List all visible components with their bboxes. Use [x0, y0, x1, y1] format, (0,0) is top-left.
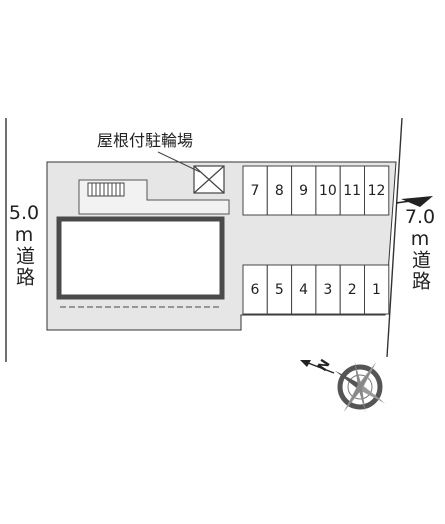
parking-space-number: 9 — [299, 183, 309, 199]
left-road-width: 5.0 — [8, 202, 40, 224]
parking-space-number: 5 — [274, 282, 284, 298]
parking-space-number: 12 — [367, 183, 386, 199]
parking-space-11 — [339, 165, 366, 216]
right-road-width: 7.0 — [404, 206, 436, 228]
parking-space-number: 8 — [274, 183, 284, 199]
parking-space-number: 4 — [299, 282, 309, 298]
parking-space-3 — [315, 264, 341, 315]
parking-space-number: 6 — [250, 282, 260, 298]
parking-row-top — [242, 165, 390, 216]
parking-space-number: 2 — [347, 282, 357, 298]
right-road-edge — [386, 117, 403, 358]
bike-parking-box — [193, 165, 225, 194]
parking-row-bottom — [242, 264, 390, 315]
building — [56, 216, 225, 300]
parking-space-7 — [242, 165, 268, 216]
parking-space-9 — [291, 165, 317, 216]
right-road-name: 道路 — [409, 250, 431, 292]
parking-space-8 — [266, 165, 293, 216]
road-arrow — [401, 196, 433, 207]
parking-space-number: 11 — [343, 183, 362, 199]
compass-rose-icon — [334, 361, 386, 413]
right-road-label: 7.0 m 道路 — [398, 206, 442, 292]
bike-parking-leader — [157, 151, 201, 173]
stairs-icon — [87, 182, 125, 197]
left-road-unit: m — [14, 224, 34, 246]
parking-space-number: 7 — [250, 183, 260, 199]
road-arrow-tail — [395, 198, 426, 204]
parking-space-12 — [364, 165, 390, 216]
north-arrow-head — [300, 360, 311, 367]
parking-space-number: 1 — [372, 282, 381, 298]
left-road-label: 5.0 m 道路 — [2, 202, 46, 288]
parking-space-10 — [315, 165, 341, 216]
parking-space-number: 10 — [318, 183, 337, 199]
parking-space-1 — [364, 264, 390, 315]
parking-space-5 — [266, 264, 293, 315]
bike-parking-label: 屋根付駐輪場 — [97, 131, 194, 150]
parking-space-2 — [339, 264, 366, 315]
right-road-unit: m — [410, 228, 430, 250]
parking-space-6 — [242, 264, 268, 315]
parking-space-number: 3 — [323, 282, 333, 298]
left-road-name: 道路 — [13, 246, 35, 288]
